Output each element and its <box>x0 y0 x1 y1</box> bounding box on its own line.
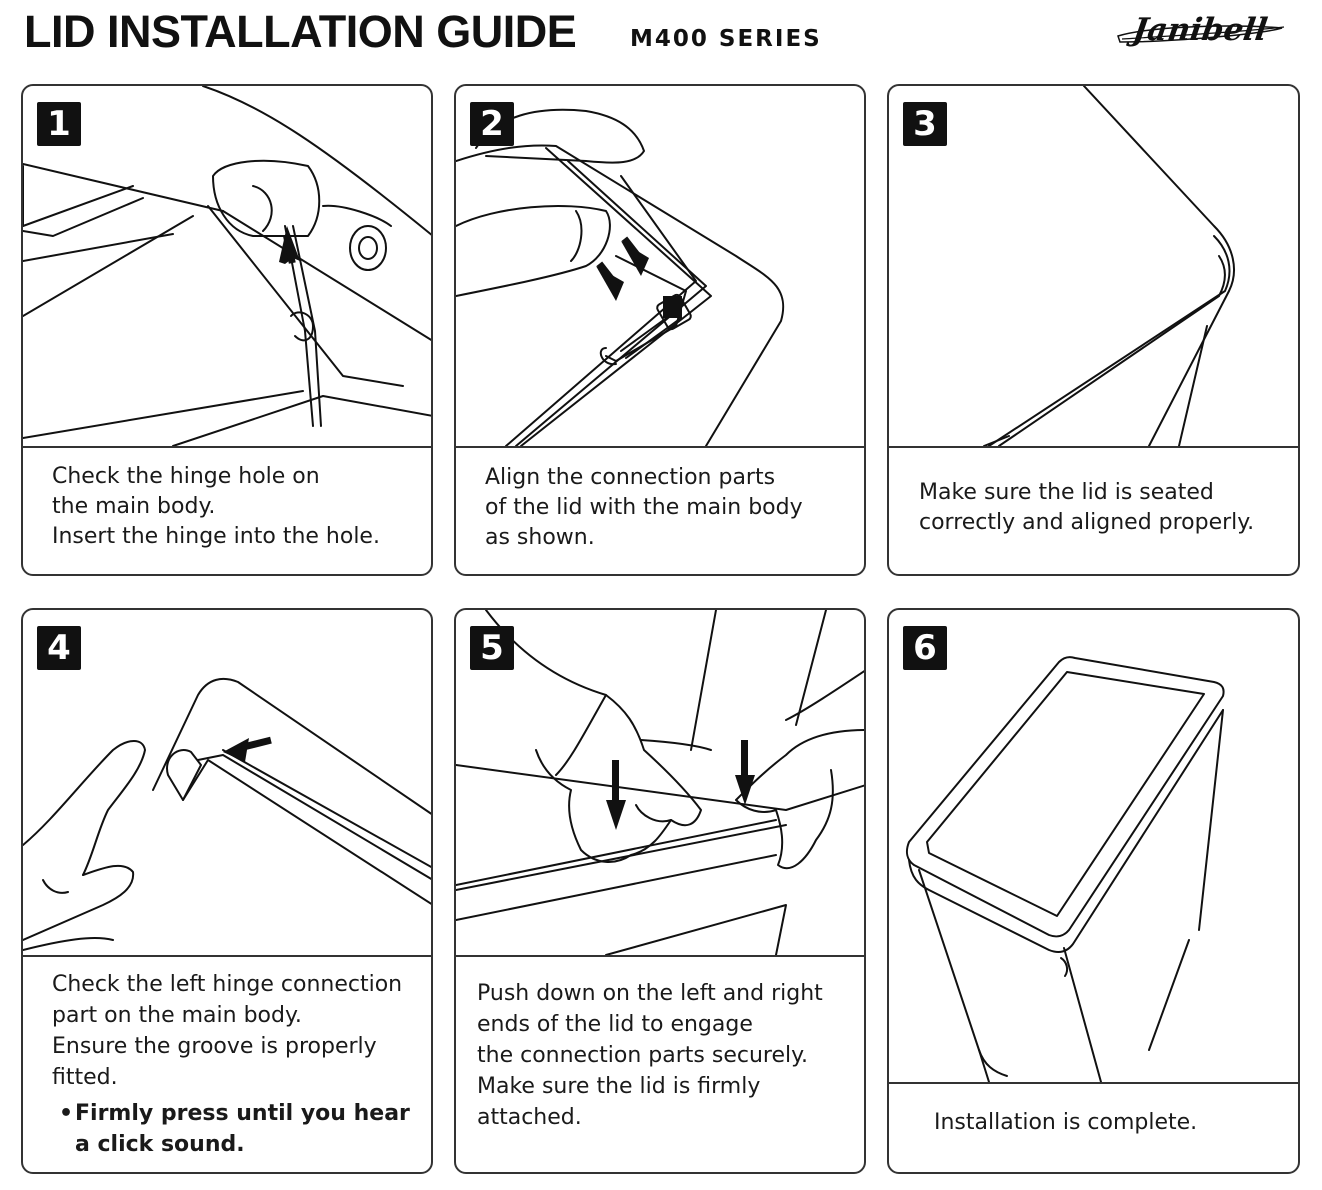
caption-line: Make sure the lid is seated <box>919 480 1214 505</box>
step-number-badge-4: 4 <box>37 626 81 670</box>
step-caption-5: Push down on the left and right ends of … <box>477 978 823 1133</box>
bullet-icon: • <box>59 1101 74 1126</box>
caption-line: Push down on the left and right <box>477 981 823 1006</box>
step-number-badge-2: 2 <box>470 102 514 146</box>
caption-line: fitted. <box>52 1065 118 1090</box>
caption-line: Insert the hinge into the hole. <box>52 524 380 549</box>
caption-line: the main body. <box>52 494 216 519</box>
step-panel-5: 5 Push down on the left and right ends o… <box>454 608 866 1174</box>
caption-line: Align the connection parts <box>485 465 776 490</box>
step-number-badge-5: 5 <box>470 626 514 670</box>
step-caption-6: Installation is complete. <box>934 1108 1197 1138</box>
step-panel-3: 3 Make sure the lid is seated correctly … <box>887 84 1300 576</box>
panel-divider <box>23 955 431 957</box>
step-number-badge-1: 1 <box>37 102 81 146</box>
completed-bin-illustration <box>889 610 1300 1082</box>
step-caption-1: Check the hinge hole on the main body. I… <box>52 462 380 552</box>
step-number-badge-3: 3 <box>903 102 947 146</box>
caption-line: of the lid with the main body <box>485 495 803 520</box>
step-panel-6: 6 Installation is complete. <box>887 608 1300 1174</box>
align-connection-illustration <box>456 86 866 446</box>
step-caption-2: Align the connection parts of the lid wi… <box>485 463 803 553</box>
series-label: M400 SERIES <box>630 26 822 52</box>
caption-line: part on the main body. <box>52 1003 302 1028</box>
caption-line: Check the hinge hole on <box>52 464 320 489</box>
left-hinge-illustration <box>23 610 433 955</box>
step-panel-2: 2 Align the connection parts of the lid … <box>454 84 866 576</box>
caption-line: the connection parts securely. <box>477 1043 808 1068</box>
step-panel-4: 4 Check the left hinge connection part o… <box>21 608 433 1174</box>
caption-line: Installation is complete. <box>934 1110 1198 1135</box>
caption-line: as shown. <box>485 525 595 550</box>
caption-line: Make sure the lid is firmly <box>477 1074 761 1099</box>
step-panel-1: 1 Check the hinge hole on the main body.… <box>21 84 433 576</box>
caption-line: ends of the lid to engage <box>477 1012 753 1037</box>
step-caption-4: Check the left hinge connection part on … <box>52 969 410 1160</box>
lid-seated-illustration <box>889 86 1300 446</box>
panel-divider <box>456 955 864 957</box>
brand-logo: Janibell <box>1112 8 1288 58</box>
panel-divider <box>23 446 431 448</box>
push-down-illustration <box>456 610 866 955</box>
hinge-hole-illustration <box>23 86 433 446</box>
note-line: Firmly press until you hear <box>75 1101 410 1126</box>
panel-divider <box>889 1082 1298 1084</box>
note-line: a click sound. <box>75 1132 245 1157</box>
step-number-badge-6: 6 <box>903 626 947 670</box>
caption-line: Check the left hinge connection <box>52 972 403 997</box>
caption-line: attached. <box>477 1105 582 1130</box>
logo-wordmark: Janibell <box>1130 12 1270 48</box>
guide-title: LID INSTALLATION GUIDE <box>24 6 577 57</box>
step-caption-3: Make sure the lid is seated correctly an… <box>919 478 1254 538</box>
caption-line: Ensure the groove is properly <box>52 1034 377 1059</box>
step-note: •Firmly press until you hear a click sou… <box>52 1098 410 1160</box>
panel-divider <box>456 446 864 448</box>
panel-divider <box>889 446 1298 448</box>
caption-line: correctly and aligned properly. <box>919 510 1255 535</box>
logo-swoosh-icon <box>1112 8 1288 58</box>
